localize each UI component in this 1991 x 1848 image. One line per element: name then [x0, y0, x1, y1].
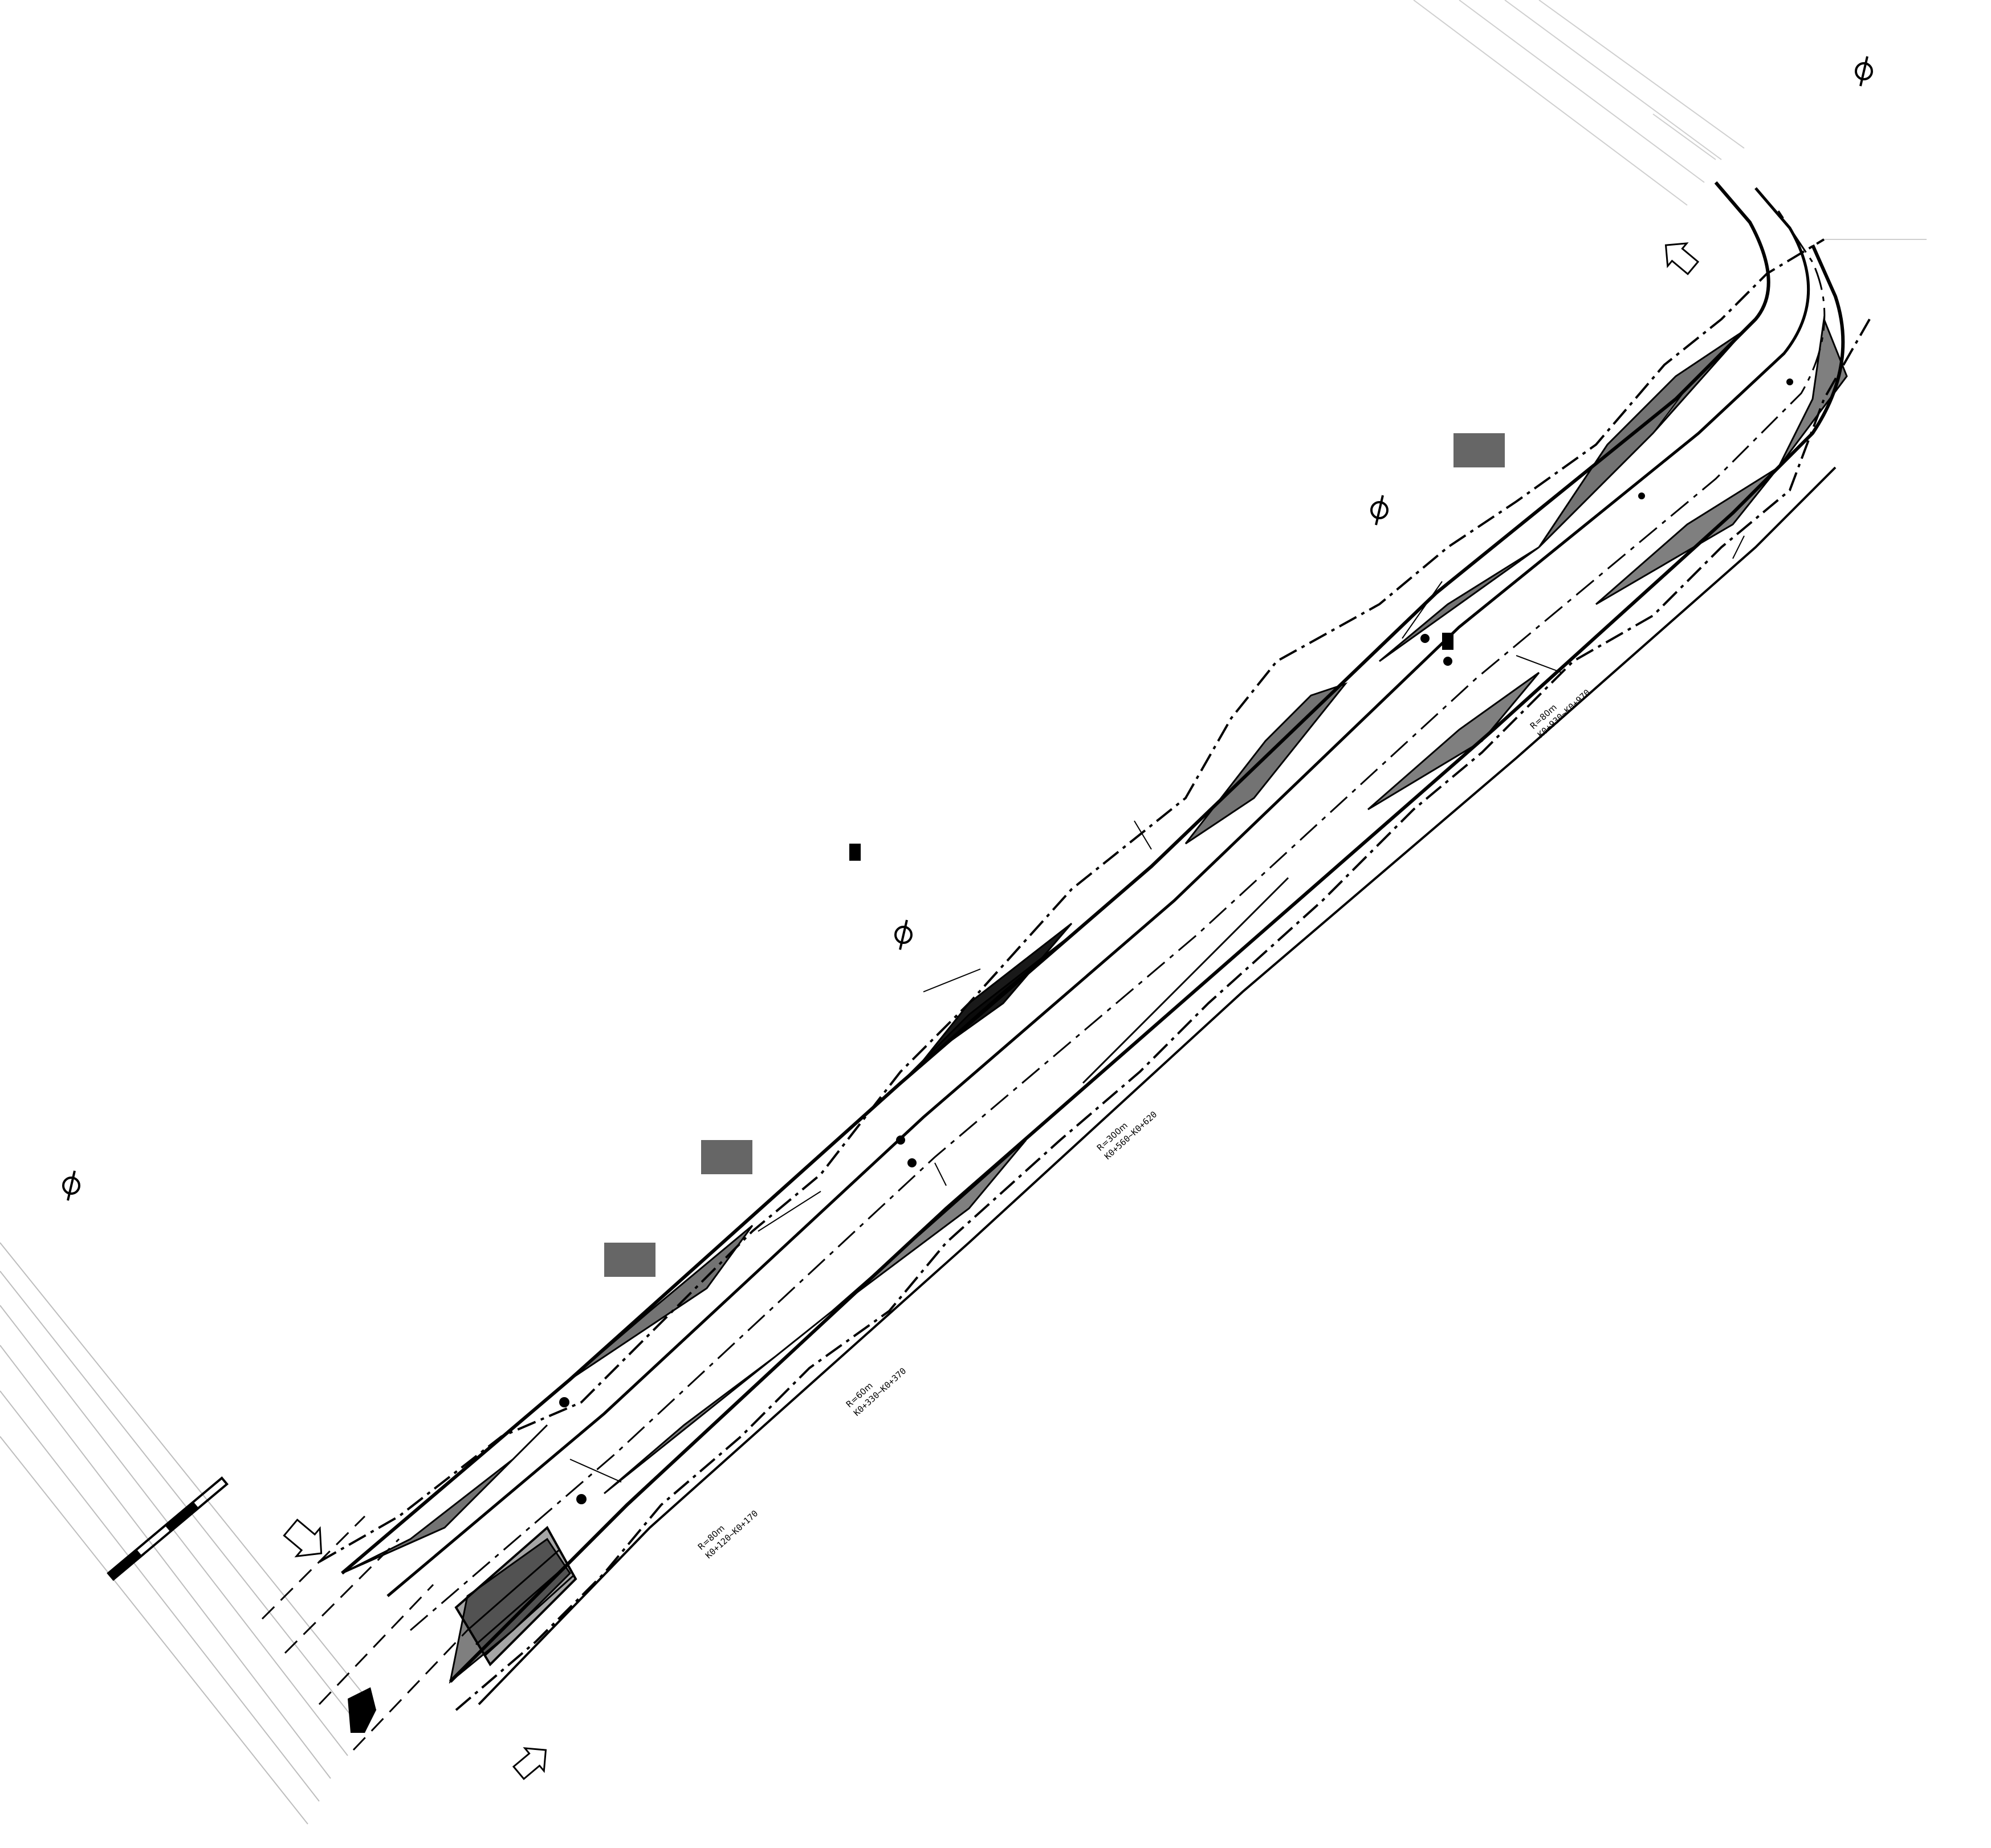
station-callout-3: R=300m K0+560~K0+620 — [1095, 1109, 1159, 1162]
station-dot-icon — [1420, 634, 1430, 643]
scale-bar — [107, 1476, 229, 1581]
station-dot-icon — [907, 1158, 917, 1167]
slope-hatch-upper — [341, 329, 1745, 1574]
station-dot-icon — [1786, 378, 1793, 385]
north-arrow-icon — [1855, 56, 1873, 87]
road-boundary-upper — [319, 238, 1825, 1563]
station-dot-icon — [576, 1494, 587, 1504]
solid-marker — [348, 1687, 376, 1733]
station-dot-icons — [559, 378, 1793, 1504]
station-callout-1: R=80m K0+120~K0+170 — [696, 1508, 760, 1561]
road-boundary-lower — [455, 319, 1871, 1711]
structure-grid-block — [454, 1525, 577, 1667]
direction-arrow-icon — [512, 1747, 547, 1780]
direction-arrow-icon — [283, 1519, 323, 1558]
slope-hatch-lower — [449, 316, 1848, 1684]
road-centerline — [410, 210, 1826, 1631]
direction-arrow-icon — [1664, 242, 1700, 275]
crossing-dashes — [261, 1515, 469, 1751]
north-arrow-icon — [894, 919, 913, 950]
north-arrow-icon — [1370, 495, 1389, 526]
annotation-blocks — [604, 433, 1505, 1277]
station-dot-icon — [896, 1135, 905, 1145]
station-callout-2: R=60m K0+330~K0+370 — [844, 1366, 909, 1418]
carriageway-edges — [341, 181, 1845, 1705]
north-arrow-icon — [62, 1170, 80, 1201]
station-dot-icon — [559, 1397, 569, 1407]
station-dot-icon — [1443, 657, 1452, 666]
existing-road-lines-right — [1413, 0, 1927, 240]
existing-road-lines-left — [0, 1242, 377, 1825]
station-dot-icon — [1638, 492, 1645, 499]
leader-lines — [569, 387, 1745, 1483]
